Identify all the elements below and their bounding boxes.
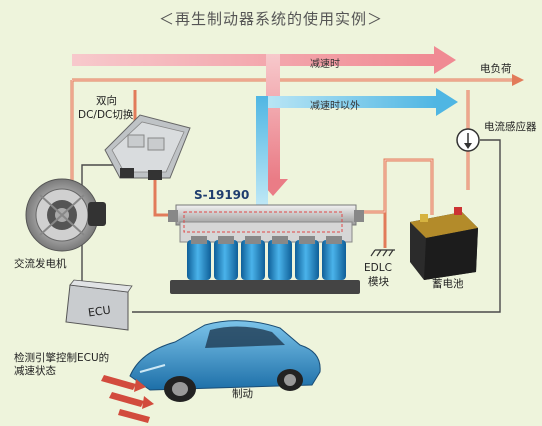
decel-arrow-label: 减速时 — [310, 59, 340, 70]
braking-label: 制动 — [232, 388, 253, 400]
dcdc-label-line2: DC/DC切换 — [78, 109, 134, 121]
current-sensor-label: 电流感应器 — [484, 121, 537, 133]
dcdc-label-line1: 双向 — [96, 95, 117, 107]
edlc-label-line2: 模块 — [368, 276, 389, 288]
edlc-label-line1: EDLC — [364, 262, 392, 274]
battery-label: 蓄电池 — [432, 278, 464, 290]
edlc-module — [168, 204, 364, 294]
dcdc-converter — [104, 114, 191, 180]
non-decel-arrow-label: 减速时以外 — [310, 101, 360, 112]
brake-motion-arrows — [101, 375, 154, 423]
current-sensor — [456, 128, 480, 152]
capacitor-cells — [187, 240, 346, 280]
ecu-desc-line2: 减速状态 — [14, 365, 56, 377]
alternator — [25, 178, 106, 252]
ecu-unit — [65, 279, 133, 331]
non-decel-arrow — [256, 88, 458, 206]
alternator-label: 交流发电机 — [14, 258, 67, 270]
electric-load-label: 电负荷 — [480, 63, 512, 75]
diagram-title: ＜再生制动器系统的使用实例＞ — [158, 10, 383, 28]
ecu-desc-line1: 检测引擎控制ECU的 — [14, 352, 110, 364]
ground-symbol — [370, 249, 395, 257]
car — [129, 320, 321, 402]
load-arrow-head — [512, 74, 524, 86]
wire-module-battery — [355, 158, 434, 215]
battery — [410, 207, 478, 280]
signal-ecu-sensor — [132, 139, 501, 313]
model-number-label: S-19190 — [194, 188, 250, 202]
